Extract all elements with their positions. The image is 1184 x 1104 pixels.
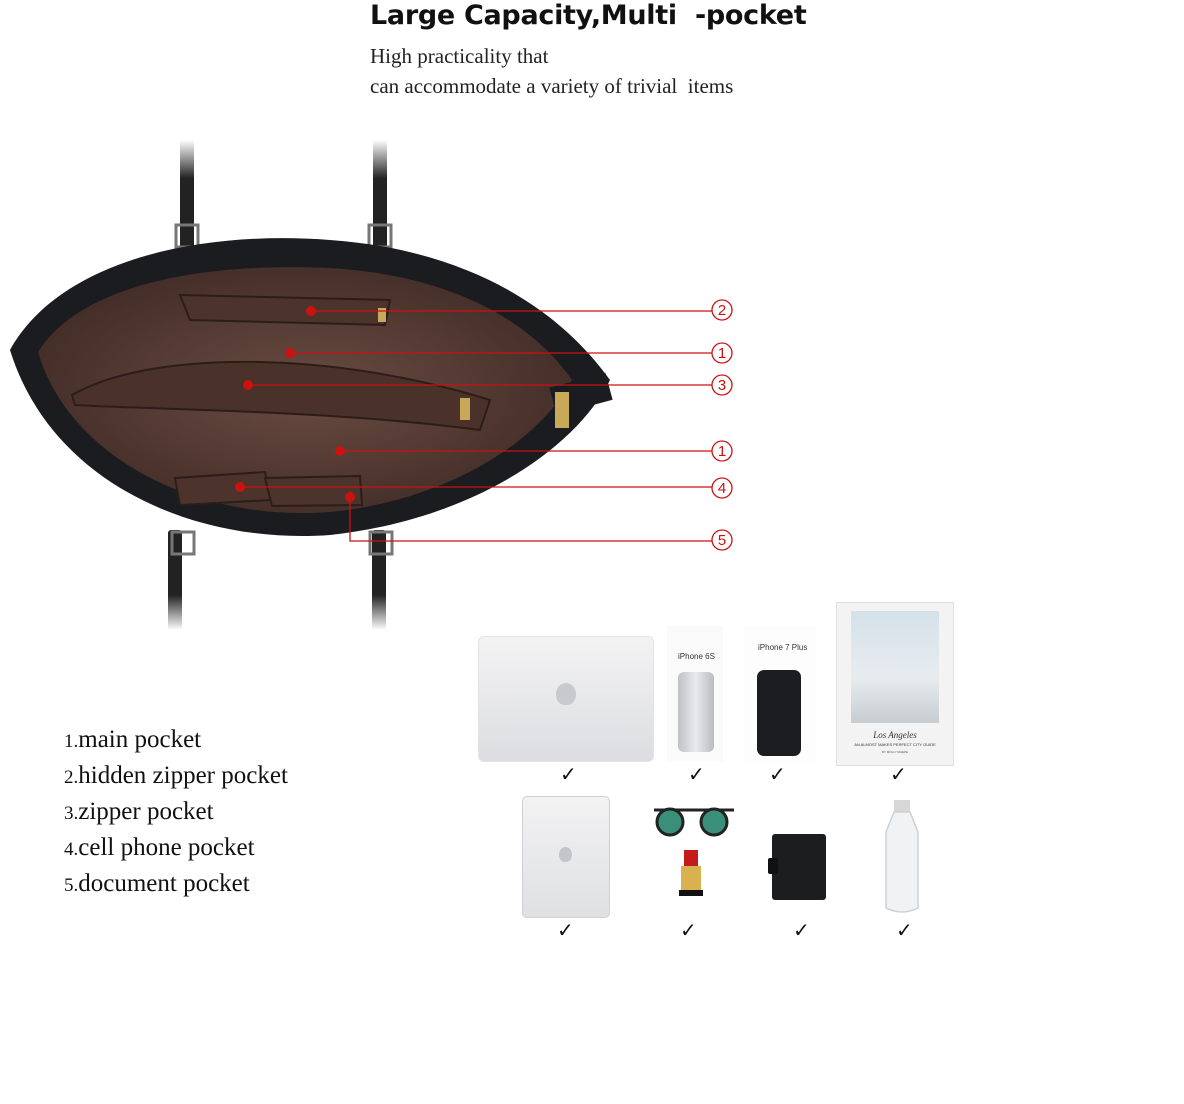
callout-label: 3 <box>718 377 726 394</box>
check-icon: ✓ <box>890 762 907 786</box>
tablet-item <box>522 796 610 918</box>
zipper-pull-icon <box>378 308 386 322</box>
check-icon: ✓ <box>793 918 810 942</box>
zipper-pull-icon <box>460 398 470 420</box>
callout-badge <box>711 342 733 364</box>
bottom-straps <box>168 530 394 630</box>
pocket-callouts: 2 1 3 1 4 5 <box>235 299 733 551</box>
callout-label: 1 <box>718 345 726 362</box>
guidebook-subtitle: AN ALMOST MAKES PERFECT CITY GUIDE <box>854 742 936 747</box>
callout-badge <box>711 440 733 462</box>
sunglasses-lipstick-graphic <box>654 807 734 896</box>
wallet-clasp <box>768 858 778 874</box>
legend-item-document-pocket: 5.document pocket <box>64 870 250 897</box>
wallet-item <box>768 834 826 900</box>
water-bottle-item <box>878 798 926 918</box>
guidebook-author: BY MOLLY MAEPE <box>881 750 908 754</box>
callout-label: 1 <box>718 443 726 460</box>
zipper-pocket-flap <box>70 360 492 432</box>
tote-bag-top-view-illustration <box>10 140 613 630</box>
apple-logo-icon <box>559 847 572 862</box>
sunglasses-and-lipstick-item <box>652 802 736 912</box>
water-bottle-graphic <box>885 800 919 913</box>
check-icon: ✓ <box>557 918 574 942</box>
callout-label: 5 <box>718 532 726 549</box>
legend-item-zipper-pocket: 3.zipper pocket <box>64 798 214 825</box>
guidebook-item: Los Angeles AN ALMOST MAKES PERFECT CITY… <box>836 602 954 766</box>
headline: Large Capacity,Multi -pocket <box>370 0 807 31</box>
callout-label: 2 <box>718 302 726 319</box>
iphone-7-plus-item: iPhone 7 Plus <box>744 626 816 761</box>
iphone-6s-label: iPhone 6S <box>678 652 715 661</box>
guidebook-title: Los Angeles <box>873 730 917 740</box>
subtitle-line-1: High practicality that <box>370 44 549 68</box>
check-icon: ✓ <box>688 762 705 786</box>
document-pocket <box>263 474 364 508</box>
legend-item-main-pocket: 1.main pocket <box>64 726 202 753</box>
check-icon: ✓ <box>560 762 577 786</box>
guidebook-cover-photo <box>851 611 939 723</box>
iphone-6s-item: iPhone 6S <box>667 626 723 761</box>
callout-badge <box>711 529 733 551</box>
legend-item-hidden-zipper-pocket: 2.hidden zipper pocket <box>64 762 288 789</box>
callout-label: 4 <box>718 480 726 497</box>
iphone-7-plus-device <box>757 670 801 756</box>
iphone-6s-device <box>678 672 714 752</box>
check-icon: ✓ <box>769 762 786 786</box>
callout-badge <box>711 299 733 321</box>
check-icon: ✓ <box>680 918 697 942</box>
callout-badge <box>711 477 733 499</box>
check-icon: ✓ <box>896 918 913 942</box>
hidden-zipper-pocket <box>178 293 392 327</box>
subtitle-line-2: can accommodate a variety of trivial ite… <box>370 74 734 98</box>
callout-badge <box>711 374 733 396</box>
apple-logo-icon <box>556 683 576 705</box>
iphone-7-plus-label: iPhone 7 Plus <box>758 643 808 652</box>
legend-item-cell-phone-pocket: 4.cell phone pocket <box>64 834 255 861</box>
laptop-item <box>478 636 654 762</box>
zipper-pull-icon <box>555 392 569 428</box>
